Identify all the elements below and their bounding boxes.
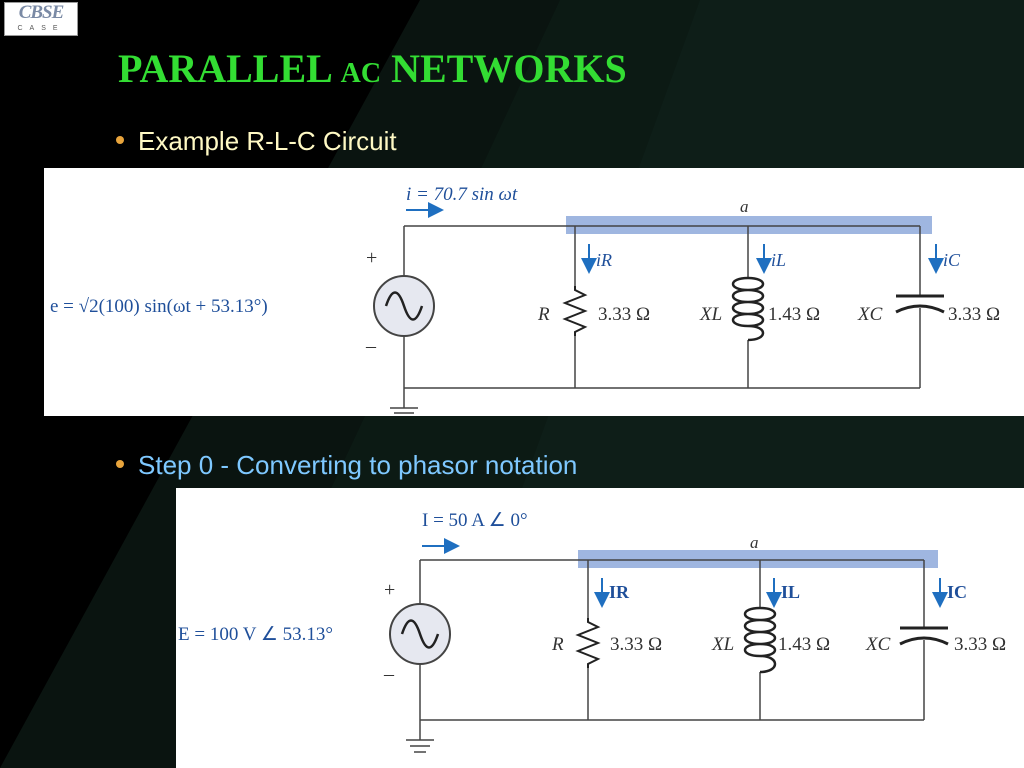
slide-title: PARALLEL AC NETWORKS [118,44,627,99]
capacitor-value: 3.33 Ω [954,634,1006,655]
resistor-icon [562,286,588,336]
title-part-1: PARALLEL [118,46,341,91]
source-voltage-label: E = 100 V ∠ 53.13° [178,624,333,645]
resistor-value: 3.33 Ω [598,304,650,325]
inductor-symbol: XL [711,634,734,655]
circuit-diagram-2: a I = 50 A ∠ 0° + – E = 100 V ∠ 53.13° R… [176,488,1024,768]
logo: CBSE CASE [4,2,78,36]
inductor-icon [731,276,765,342]
resistor-current-label: IR [609,582,630,602]
inductor-value: 1.43 Ω [768,304,820,325]
bullet-text-1: Example R-L-C Circuit [138,126,397,156]
node-label: a [740,197,749,216]
sine-wave-icon [384,291,424,321]
resistor-icon [575,618,601,668]
resistor-symbol: R [551,634,564,655]
logo-text: CBSE [18,2,65,23]
inductor-symbol: XL [699,304,722,325]
minus-sign: – [365,335,377,357]
capacitor-plate-bottom [899,636,949,646]
node-bar [566,216,932,234]
inductor-current-label: IL [781,582,800,602]
title-part-2: NETWORKS [381,46,627,91]
circuit-wires [390,225,921,414]
node-label: a [750,533,759,552]
sine-wave-icon [400,619,440,649]
node-bar [578,550,938,568]
circuit-diagram-1: a i = 70.7 sin ωt + – e = √2(100) sin(ωt… [44,168,1024,416]
bullet-item-1: Example R-L-C Circuit [116,126,397,156]
capacitor-current-label: iC [943,250,961,270]
capacitor-symbol: XC [857,304,883,325]
plus-sign: + [384,579,395,601]
source-current-label: I = 50 A ∠ 0° [422,510,528,531]
inductor-icon [743,606,777,674]
source-current-label: i = 70.7 sin ωt [406,184,518,205]
circuit-wires [406,559,925,753]
plus-sign: + [366,247,377,269]
resistor-current-label: iR [596,250,612,270]
capacitor-current-label: IC [947,582,967,602]
bullet-item-2: Step 0 - Converting to phasor notation [116,450,577,480]
title-part-ac: AC [340,58,382,89]
resistor-symbol: R [537,304,550,325]
inductor-value: 1.43 Ω [778,634,830,655]
source-voltage-label: e = √2(100) sin(ωt + 53.13°) [50,296,268,317]
minus-sign: – [383,663,395,685]
capacitor-symbol: XC [865,634,891,655]
bullet-dot-icon [116,460,124,469]
capacitor-value: 3.33 Ω [948,304,1000,325]
resistor-value: 3.33 Ω [610,634,662,655]
inductor-current-label: iL [771,250,786,270]
capacitor-plate-bottom [895,304,945,314]
bullet-dot-icon [116,136,124,145]
logo-subtext: CASE [17,25,65,32]
bullet-text-2: Step 0 - Converting to phasor notation [138,450,578,480]
